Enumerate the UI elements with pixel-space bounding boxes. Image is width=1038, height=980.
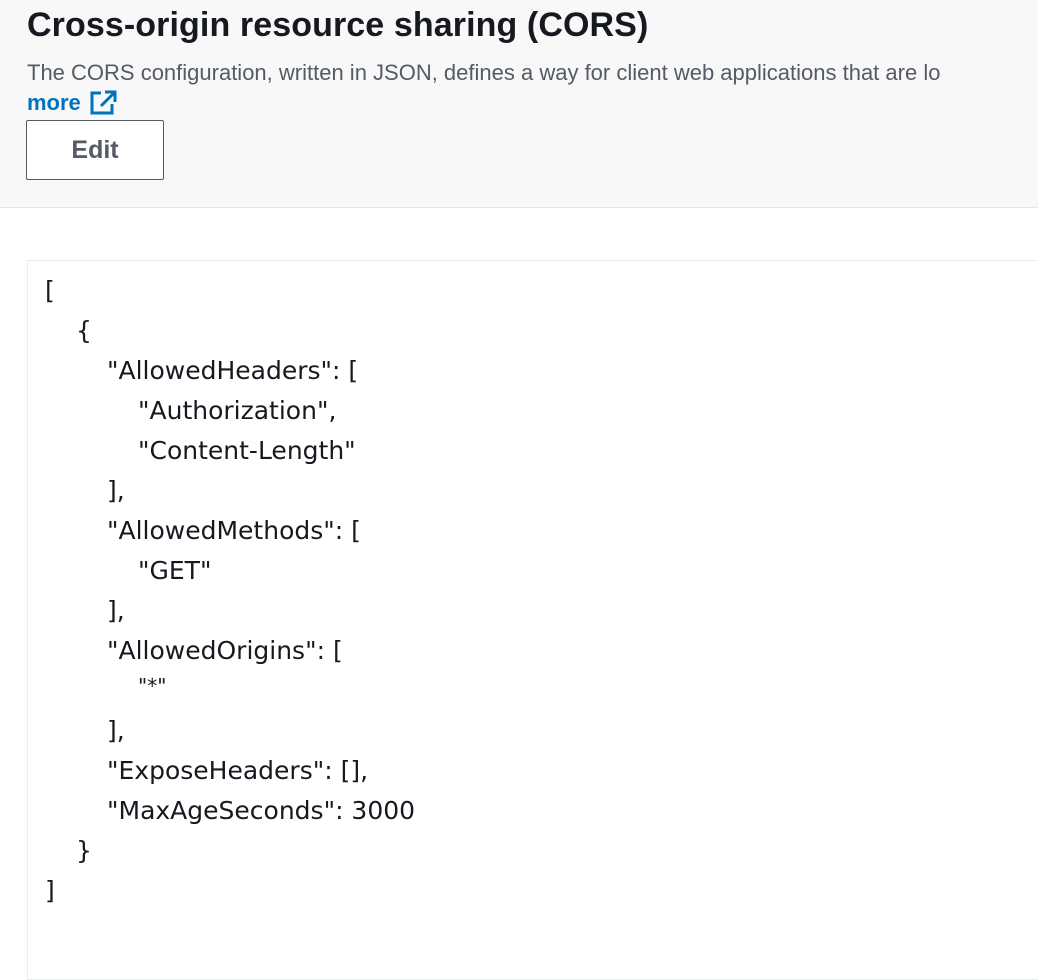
code-line: "*"	[138, 674, 167, 698]
code-line: [	[45, 276, 55, 305]
code-line: "MaxAgeSeconds": 3000	[107, 796, 416, 825]
code-line: "AllowedHeaders": [	[107, 356, 359, 385]
code-line: "AllowedMethods": [	[107, 516, 361, 545]
cors-json-code-block: [ { "AllowedHeaders": [ "Authorization",…	[27, 260, 1038, 980]
code-line: ],	[107, 596, 125, 625]
cors-header-section: Cross-origin resource sharing (CORS) The…	[0, 0, 1038, 208]
code-line: ],	[107, 476, 125, 505]
code-line: "Authorization",	[138, 396, 337, 425]
code-line: "AllowedOrigins": [	[107, 636, 343, 665]
code-line: "GET"	[138, 556, 212, 585]
page-title: Cross-origin resource sharing (CORS)	[27, 6, 649, 44]
learn-more-label: more	[27, 90, 81, 115]
code-line: {	[76, 316, 92, 345]
edit-button[interactable]: Edit	[26, 120, 164, 180]
code-line: }	[76, 836, 92, 865]
code-line: "ExposeHeaders": [],	[107, 756, 369, 785]
code-line: "Content-Length"	[138, 436, 356, 465]
cors-description: The CORS configuration, written in JSON,…	[27, 60, 941, 85]
code-line: ],	[107, 716, 125, 745]
learn-more-link[interactable]: more	[27, 90, 117, 116]
code-line: ]	[45, 876, 55, 905]
external-link-icon	[90, 90, 117, 115]
